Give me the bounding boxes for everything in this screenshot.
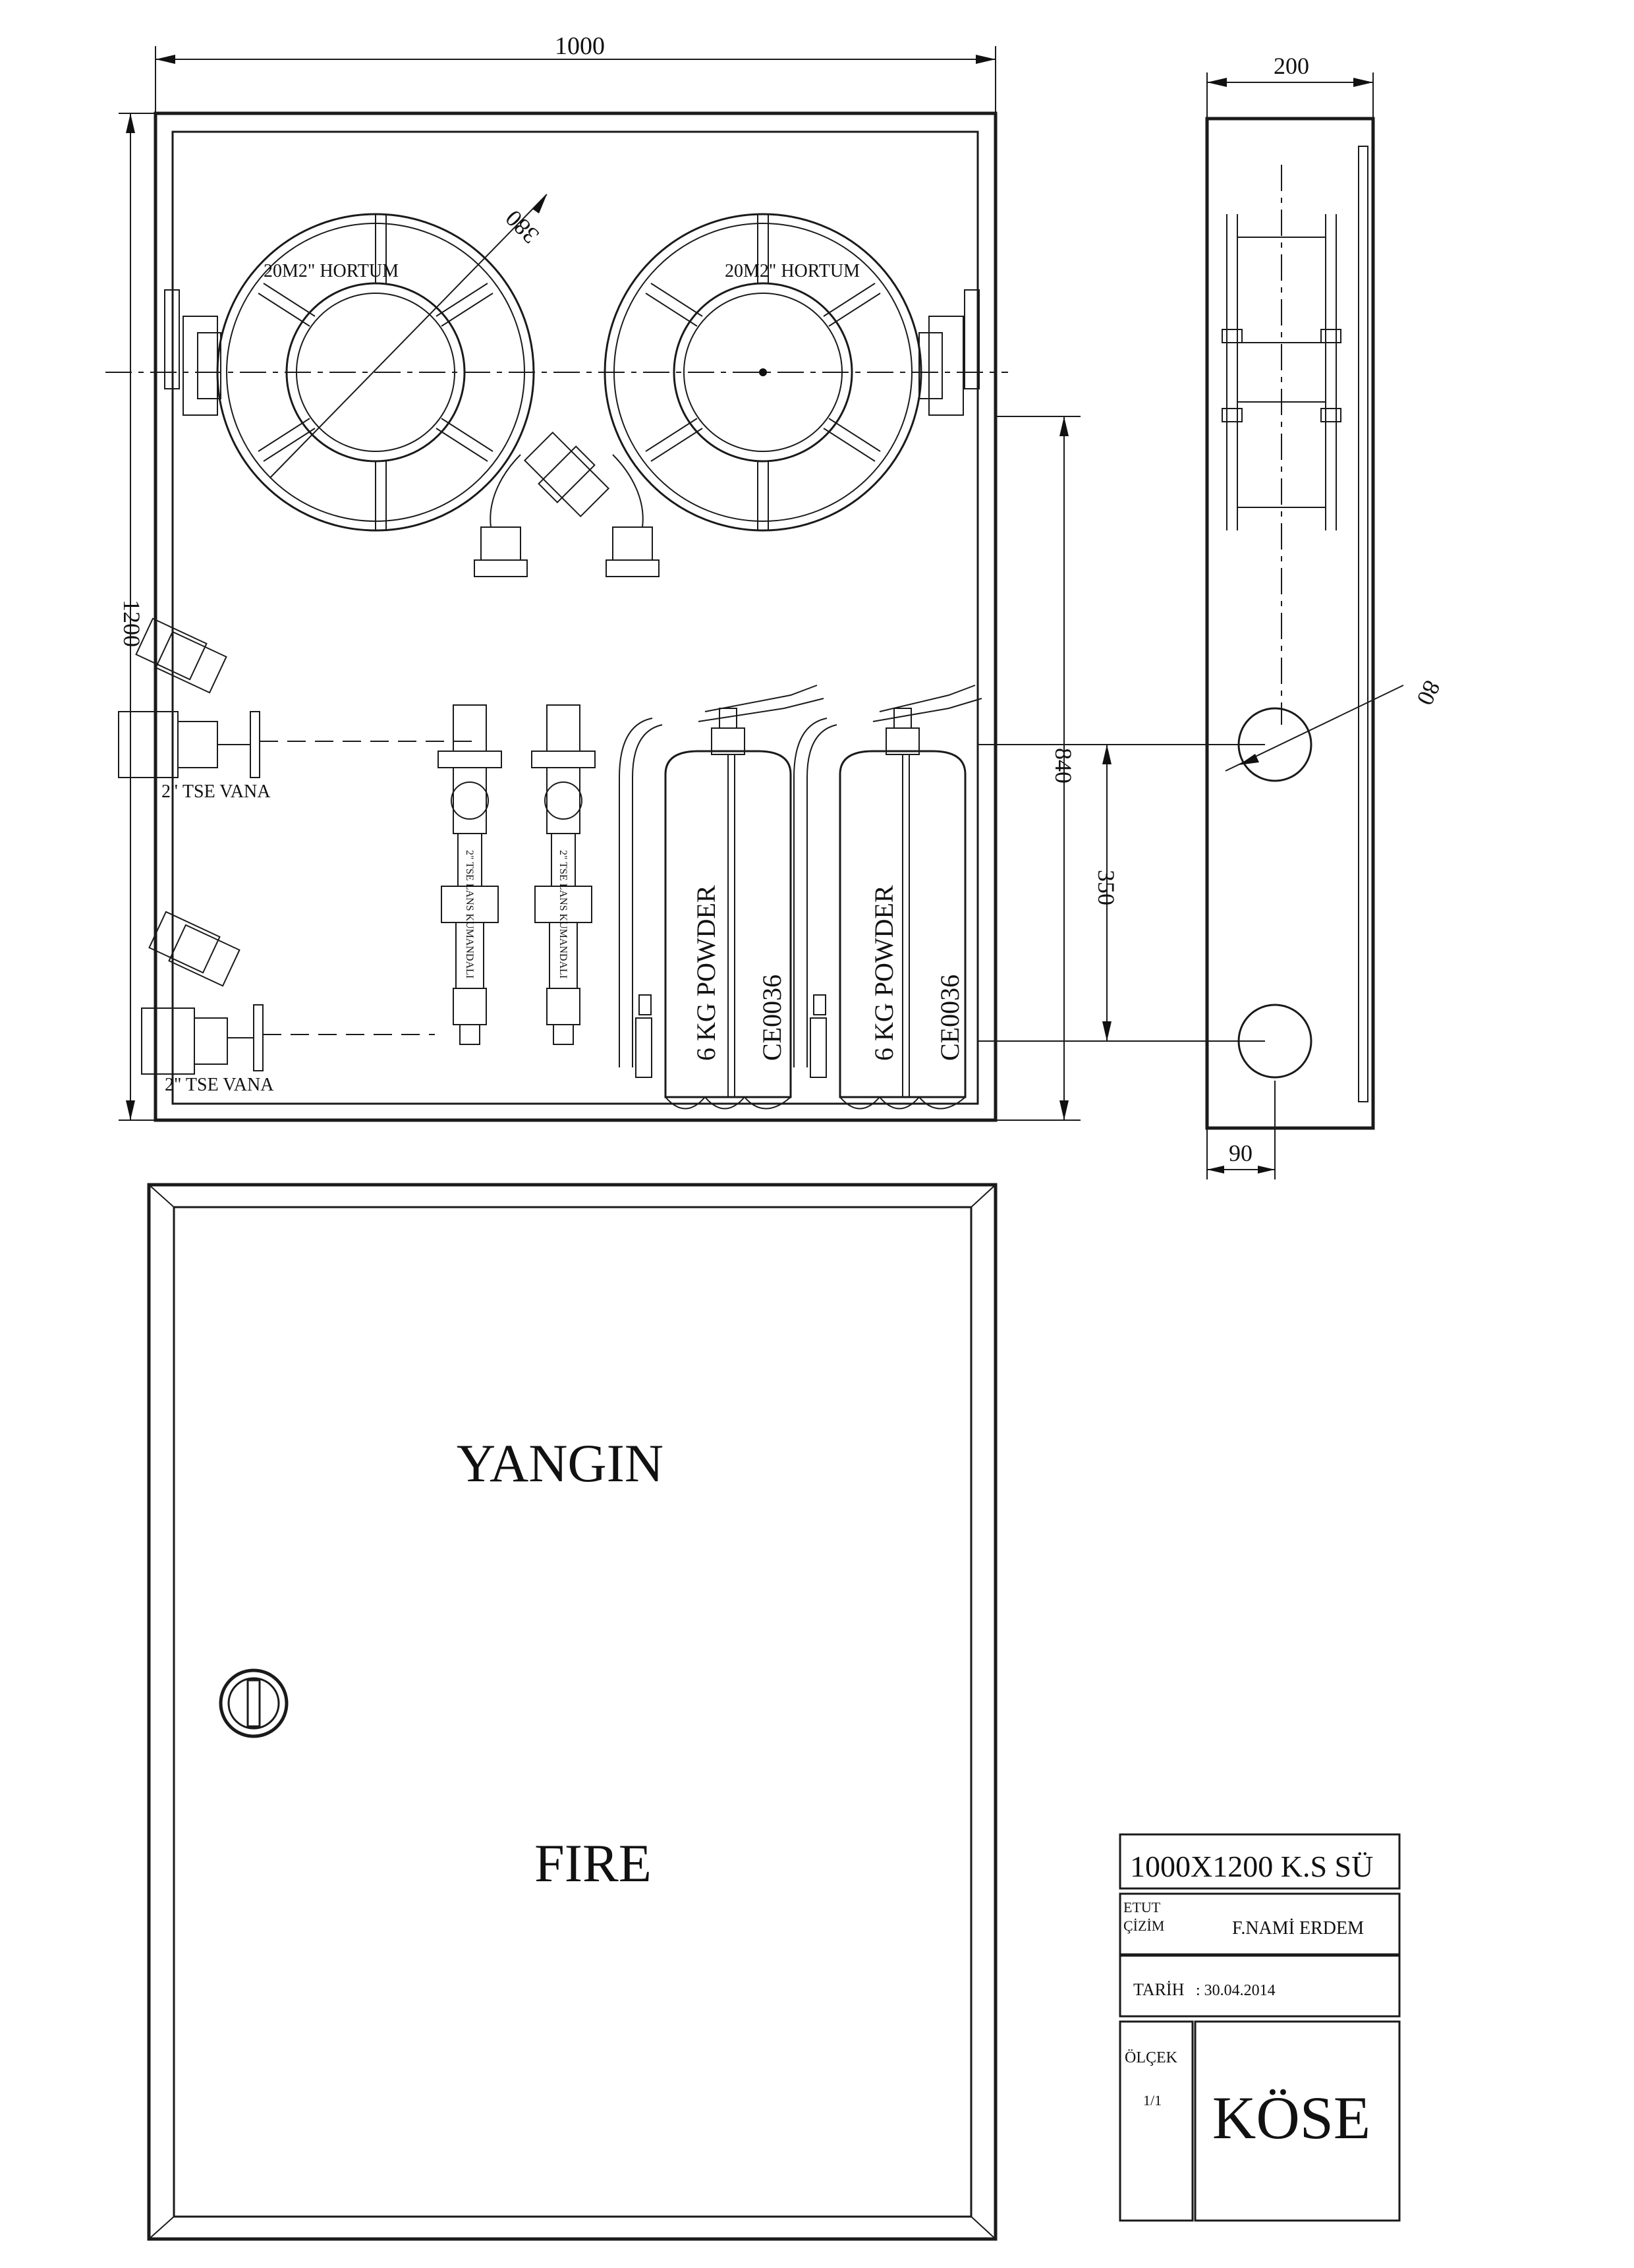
hole-offset-dimension: 90 xyxy=(1206,1081,1276,1179)
valve-top: 2" TSE VANA xyxy=(118,617,474,802)
cabinet-inner-frame xyxy=(171,130,979,1105)
title-drawer: F.NAMİ ERDEM xyxy=(1232,1918,1364,1939)
valve-label-bottom: 2" TSE VANA xyxy=(165,1075,274,1095)
right-hinge-plate xyxy=(964,289,980,389)
width-dimension: 1000 xyxy=(155,32,996,113)
title-date-label: TARİH xyxy=(1133,1980,1185,1999)
cabinet-outer-frame xyxy=(154,111,998,1122)
dimension-840: 840 xyxy=(996,416,1081,1121)
height-dimension-label: 1200 xyxy=(119,600,145,647)
hose-reel-left: 20M2" HORTUM xyxy=(183,213,535,532)
hose-label-right: 20M2" HORTUM xyxy=(725,261,860,281)
ext2-main-label: 6 KG POWDER xyxy=(869,885,899,1061)
title-cizim-label: ÇİZİM xyxy=(1123,1917,1164,1934)
door-text-yangin: YANGIN xyxy=(457,1433,663,1493)
height-dimension: 1200 xyxy=(119,113,155,1121)
title-etut-label: ETUT xyxy=(1123,1899,1161,1915)
hose-reel-right: 20M2" HORTUM xyxy=(604,213,964,532)
side-hole-bottom xyxy=(1237,1004,1312,1079)
ext2-code-label: CE0036 xyxy=(935,975,965,1061)
hole-diameter-dimension: 80 xyxy=(1225,677,1446,772)
dimension-350: 350 xyxy=(978,744,1265,1042)
title-drawer-box xyxy=(1119,1892,1401,1956)
hose-label-left: 20M2" HORTUM xyxy=(264,261,399,281)
title-scale-label: ÖLÇEK xyxy=(1125,2049,1178,2066)
title-date-box xyxy=(1119,1954,1401,2018)
nozzle-2: 2" TSE LANS KUMANDALI xyxy=(531,704,596,1045)
left-hinge-plate xyxy=(164,289,180,389)
dimension-350-label: 350 xyxy=(1093,870,1119,905)
title-company-box xyxy=(1194,2020,1401,2222)
title-scale-box xyxy=(1119,2020,1194,2222)
side-hole-top xyxy=(1237,707,1312,782)
door-view: YANGIN FIRE xyxy=(147,1183,998,2241)
depth-dimension-label: 200 xyxy=(1274,53,1309,79)
title-company: KÖSE xyxy=(1212,2084,1370,2151)
door-text-fire: FIRE xyxy=(534,1833,652,1893)
dimension-840-label: 840 xyxy=(1050,748,1077,783)
fire-extinguisher-1: 6 KG POWDER CE0036 xyxy=(619,685,824,1110)
door-inner-frame xyxy=(173,1206,972,2218)
title-product-box xyxy=(1119,1833,1401,1890)
title-scale: 1/1 xyxy=(1143,2092,1162,2109)
front-view: 1000 1200 xyxy=(105,32,1265,1122)
nozzle-1: 2" TSE LANS KUMANDALI xyxy=(437,704,502,1045)
title-block: 1000X1200 K.S SÜ ETUT ÇİZİM F.NAMİ ERDEM… xyxy=(1119,1833,1401,2222)
side-reel-profile xyxy=(1222,214,1341,530)
nozzle-label-2: 2" TSE LANS KUMANDALI xyxy=(557,850,569,978)
valve-bottom: 2" TSE VANA xyxy=(141,911,435,1095)
width-dimension-label: 1000 xyxy=(555,32,605,60)
door-lock-icon xyxy=(219,1668,289,1738)
title-date: : 30.04.2014 xyxy=(1196,1982,1276,1999)
fire-extinguisher-2: 6 KG POWDER CE0036 xyxy=(793,685,982,1110)
side-door-edge xyxy=(1358,146,1368,1102)
door-outer-frame xyxy=(147,1183,998,2241)
hole-diameter-label: 80 xyxy=(1412,677,1446,710)
hole-offset-label: 90 xyxy=(1229,1140,1253,1166)
title-product: 1000X1200 K.S SÜ xyxy=(1130,1850,1373,1883)
valve-label-top: 2" TSE VANA xyxy=(161,781,271,802)
depth-dimension: 200 xyxy=(1206,53,1374,119)
reel-diameter-dimension: 380 xyxy=(269,194,548,478)
side-outer-frame xyxy=(1205,117,1375,1130)
ext1-main-label: 6 KG POWDER xyxy=(691,885,721,1061)
nozzle-label-1: 2" TSE LANS KUMANDALI xyxy=(464,850,475,978)
ext1-code-label: CE0036 xyxy=(757,975,787,1061)
side-view: 200 80 xyxy=(1205,53,1446,1179)
reel-connecting-valve xyxy=(474,431,660,577)
